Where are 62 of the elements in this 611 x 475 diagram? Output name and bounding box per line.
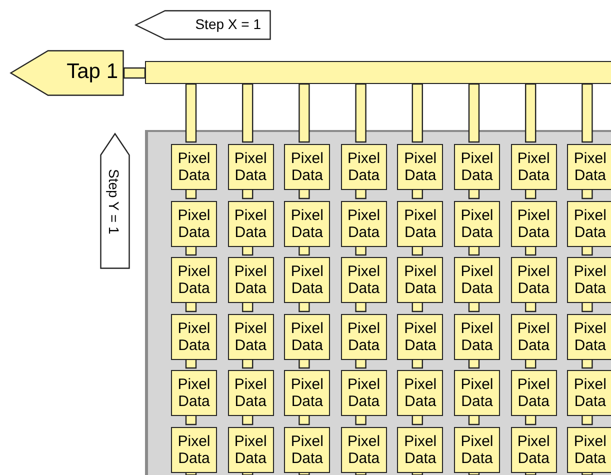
pixel-data-block: Pixel Data [284,370,330,416]
pixel-data-block: Pixel Data [284,144,330,190]
pixel-data-block: Pixel Data [228,314,274,360]
pixel-data-block: Pixel Data [340,200,387,246]
pixel-data-block: Pixel Data [510,257,557,303]
pixel-data-block: Pixel Data [171,314,217,360]
step-label: Step Y = 1 [106,169,122,234]
pixel-data-block: Pixel Data [171,370,217,416]
connector-strip [525,83,536,143]
pixel-data-block: Pixel Data [340,370,387,416]
connector-strip [582,83,593,143]
pixel-data-block: Pixel Data [567,370,611,416]
pixel-data-block: Pixel Data [284,257,330,303]
pixel-data-block: Pixel Data [397,314,444,360]
connector-strip [298,83,310,143]
pixel-data-block: Pixel Data [228,426,274,472]
pixel-data-block: Pixel Data [171,257,217,303]
pixel-data-block: Pixel Data [454,314,500,360]
pixel-data-block: Pixel Data [284,314,330,360]
pixel-data-block: Pixel Data [397,370,444,416]
pixel-data-block: Pixel Data [171,200,217,246]
data-bus [145,61,611,84]
pixel-data-block: Pixel Data [510,370,557,416]
pixel-data-block: Pixel Data [340,144,387,190]
pixel-data-block: Pixel Data [340,314,387,360]
pixel-data-block: Pixel Data [284,426,330,472]
pixel-data-block: Pixel Data [510,314,557,360]
pixel-data-block: Pixel Data [228,257,274,303]
pixel-data-block: Pixel Data [171,144,217,190]
step-label: Step X = 1 [195,16,261,32]
pixel-data-block: Pixel Data [454,257,500,303]
pixel-data-block: Pixel Data [340,257,387,303]
pixel-data-block: Pixel Data [567,144,611,190]
pixel-array-panel [145,130,611,475]
pixel-data-block: Pixel Data [397,200,444,246]
pixel-data-block: Pixel Data [454,144,500,190]
pixel-data-block: Pixel Data [284,200,330,246]
pixel-data-block: Pixel Data [567,200,611,246]
pixel-data-block: Pixel Data [567,257,611,303]
pixel-data-block: Pixel Data [454,426,500,472]
connector-strip [468,83,480,143]
pixel-data-block: Pixel Data [228,370,274,416]
tap-label: Tap 1 [66,60,118,84]
pixel-data-block: Pixel Data [228,200,274,246]
connector-strip [123,67,146,79]
pixel-data-block: Pixel Data [510,200,557,246]
connector-strip [185,83,197,143]
pixel-data-block: Pixel Data [567,314,611,360]
pixel-data-block: Pixel Data [397,426,444,472]
pixel-data-block: Pixel Data [397,257,444,303]
pixel-data-block: Pixel Data [510,426,557,472]
connector-strip [242,83,254,143]
pixel-data-block: Pixel Data [454,370,500,416]
pixel-data-block: Pixel Data [228,144,274,190]
pixel-data-block: Pixel Data [397,144,444,190]
pixel-data-block: Pixel Data [454,200,500,246]
pixel-data-block: Pixel Data [340,426,387,472]
pixel-data-block: Pixel Data [567,426,611,472]
connector-strip [412,83,423,143]
pixel-data-block: Pixel Data [171,426,217,472]
pixel-data-block: Pixel Data [510,144,557,190]
connector-strip [355,83,366,143]
